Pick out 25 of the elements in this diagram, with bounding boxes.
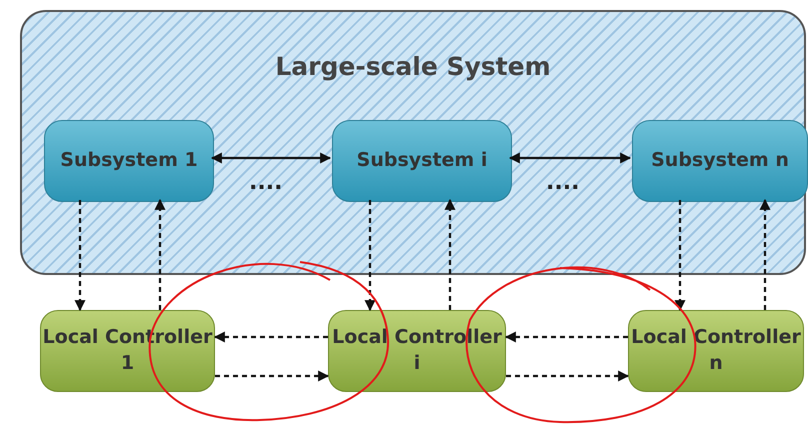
arrow — [154, 198, 166, 310]
ellipsis-label: .... — [546, 172, 580, 194]
controller-box — [628, 310, 804, 392]
node-label: Subsystem 1 — [60, 148, 198, 174]
arrow — [444, 198, 456, 310]
arrow — [506, 370, 630, 382]
arrow — [215, 370, 330, 382]
ellipsis-label: .... — [249, 172, 282, 194]
controller-box — [40, 310, 215, 392]
node-label: Subsystem n — [651, 148, 789, 174]
arrow — [214, 332, 328, 342]
node-label: Subsystem i — [356, 148, 488, 174]
arrow — [210, 152, 332, 164]
controller-box — [328, 310, 506, 392]
arrow — [760, 198, 770, 310]
arrow — [364, 200, 376, 312]
arrow — [674, 200, 686, 312]
arrow — [74, 200, 86, 312]
subsystem-box — [44, 120, 214, 202]
arrow — [504, 332, 628, 342]
subsystem-box — [332, 120, 512, 202]
system-panel — [20, 10, 806, 275]
node-label: Large-scale System — [275, 51, 551, 83]
arrow — [508, 152, 632, 164]
subsystem-box — [632, 120, 808, 202]
